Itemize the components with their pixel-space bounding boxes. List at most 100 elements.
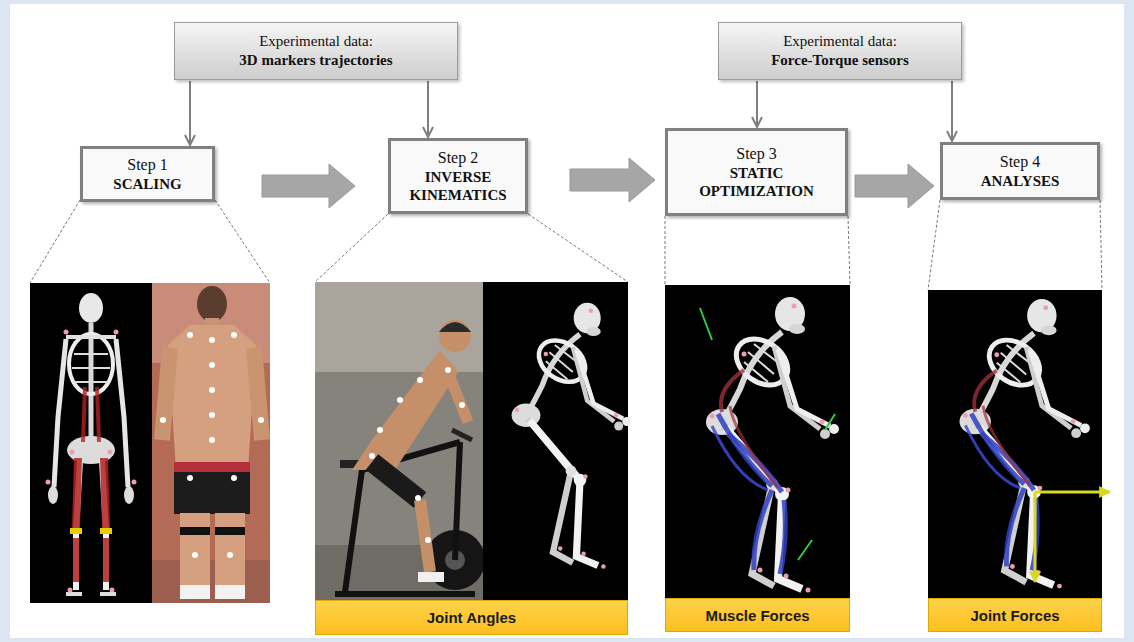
illustration-part	[192, 552, 198, 558]
illustration-part	[397, 397, 403, 403]
illustration-part	[46, 293, 137, 594]
illustration-part	[369, 367, 465, 543]
illustration-part	[215, 527, 245, 535]
illustration-part	[231, 332, 237, 338]
illustration-part	[459, 402, 465, 408]
illustration-part	[160, 332, 264, 558]
data-source-box: Experimental data:Force-Torque sensors	[718, 22, 962, 80]
illustration-part	[1035, 491, 1110, 494]
illustration-part	[415, 495, 421, 501]
illustration-part	[315, 282, 483, 600]
illustration-part	[180, 513, 210, 593]
data-arrow	[189, 81, 191, 145]
flow-arrow	[570, 158, 655, 202]
box-body: 3D markers trajectories	[185, 51, 447, 71]
illustration-part	[209, 362, 215, 368]
illustration-part	[152, 560, 270, 603]
illustration-part	[420, 500, 430, 572]
box-body: STATIC OPTIMIZATION	[678, 164, 835, 200]
flow-arrow	[855, 164, 934, 208]
data-arrow	[427, 81, 429, 137]
box-heading: Muscle Forces	[674, 607, 841, 624]
illustration-part	[452, 430, 472, 440]
illustration-part	[928, 290, 1102, 598]
illustration-part	[445, 367, 451, 373]
box-body: SCALING	[93, 175, 202, 193]
process-box: Step 1SCALING	[80, 146, 215, 202]
illustration-part	[928, 200, 940, 290]
optimization-panel	[665, 285, 850, 598]
illustration-part	[187, 475, 193, 481]
page-ground	[10, 4, 1124, 638]
kinematics-panel	[315, 282, 631, 600]
illustration-part	[418, 572, 444, 582]
illustration-part	[162, 348, 170, 440]
process-box: Step 4ANALYSES	[940, 142, 1100, 200]
illustration-part	[174, 472, 250, 514]
box-body: ANALYSES	[953, 172, 1087, 190]
illustration-part	[706, 297, 839, 593]
data-arrow	[756, 81, 758, 127]
box-body: INVERSE KINEMATICS	[401, 168, 515, 204]
illustration-part	[160, 417, 166, 423]
output-label: Joint Forces	[928, 598, 1102, 632]
illustration-part	[377, 427, 383, 433]
box-heading: Experimental data:	[729, 32, 951, 52]
illustration-part	[798, 540, 812, 560]
output-label: Joint Angles	[315, 600, 628, 635]
zoom-lines	[30, 200, 1102, 290]
illustration-part	[30, 200, 80, 283]
illustration-part	[180, 527, 210, 535]
process-box: Step 3STATIC OPTIMIZATION	[665, 128, 848, 216]
illustration-part	[425, 537, 431, 543]
illustration-part	[439, 322, 471, 332]
scaling-panel	[30, 283, 270, 603]
illustration-part	[209, 437, 215, 443]
illustration-part	[215, 513, 245, 593]
illustration-part	[445, 365, 468, 422]
illustration-part	[965, 370, 1037, 570]
illustration-part	[254, 348, 262, 440]
flow-arrow	[262, 164, 355, 208]
illustration-part	[174, 462, 250, 472]
illustration-part	[455, 442, 460, 560]
box-heading: Step 3	[678, 144, 835, 163]
illustration-part	[848, 216, 850, 285]
output-label: Muscle Forces	[665, 598, 850, 632]
illustration-part	[215, 585, 245, 599]
illustration-part	[187, 332, 193, 338]
illustration-part	[1034, 492, 1037, 582]
box-body: Force-Torque sensors	[729, 51, 951, 71]
illustration-part	[700, 308, 712, 340]
illustration-part	[30, 283, 152, 603]
illustration-part	[712, 370, 785, 574]
illustration-part	[152, 283, 270, 603]
illustration-part	[512, 303, 632, 569]
illustration-part	[209, 387, 215, 393]
illustration-part	[960, 299, 1090, 589]
illustration-part	[439, 320, 471, 352]
box-heading: Step 1	[93, 155, 202, 174]
illustration-part	[369, 453, 375, 459]
illustration-part	[227, 552, 233, 558]
illustration-part	[315, 282, 483, 372]
box-heading: Experimental data:	[185, 32, 447, 52]
data-source-box: Experimental data:3D markers trajectorie…	[174, 22, 458, 80]
illustration-part	[665, 285, 850, 598]
illustration-part	[215, 200, 270, 283]
illustration-part	[825, 414, 835, 430]
box-heading: Joint Angles	[324, 609, 619, 626]
illustration-part	[209, 412, 215, 418]
illustration-part	[258, 417, 264, 423]
box-heading: Step 4	[953, 152, 1087, 171]
illustration-part	[315, 214, 388, 282]
process-box: Step 2INVERSE KINEMATICS	[388, 138, 528, 214]
illustration-part	[168, 325, 256, 470]
illustration-part	[372, 462, 420, 500]
illustration-part	[180, 585, 210, 599]
illustration-part	[345, 470, 362, 592]
data-arrow	[951, 81, 953, 141]
illustration-part	[197, 286, 227, 322]
illustration-part	[335, 591, 475, 597]
